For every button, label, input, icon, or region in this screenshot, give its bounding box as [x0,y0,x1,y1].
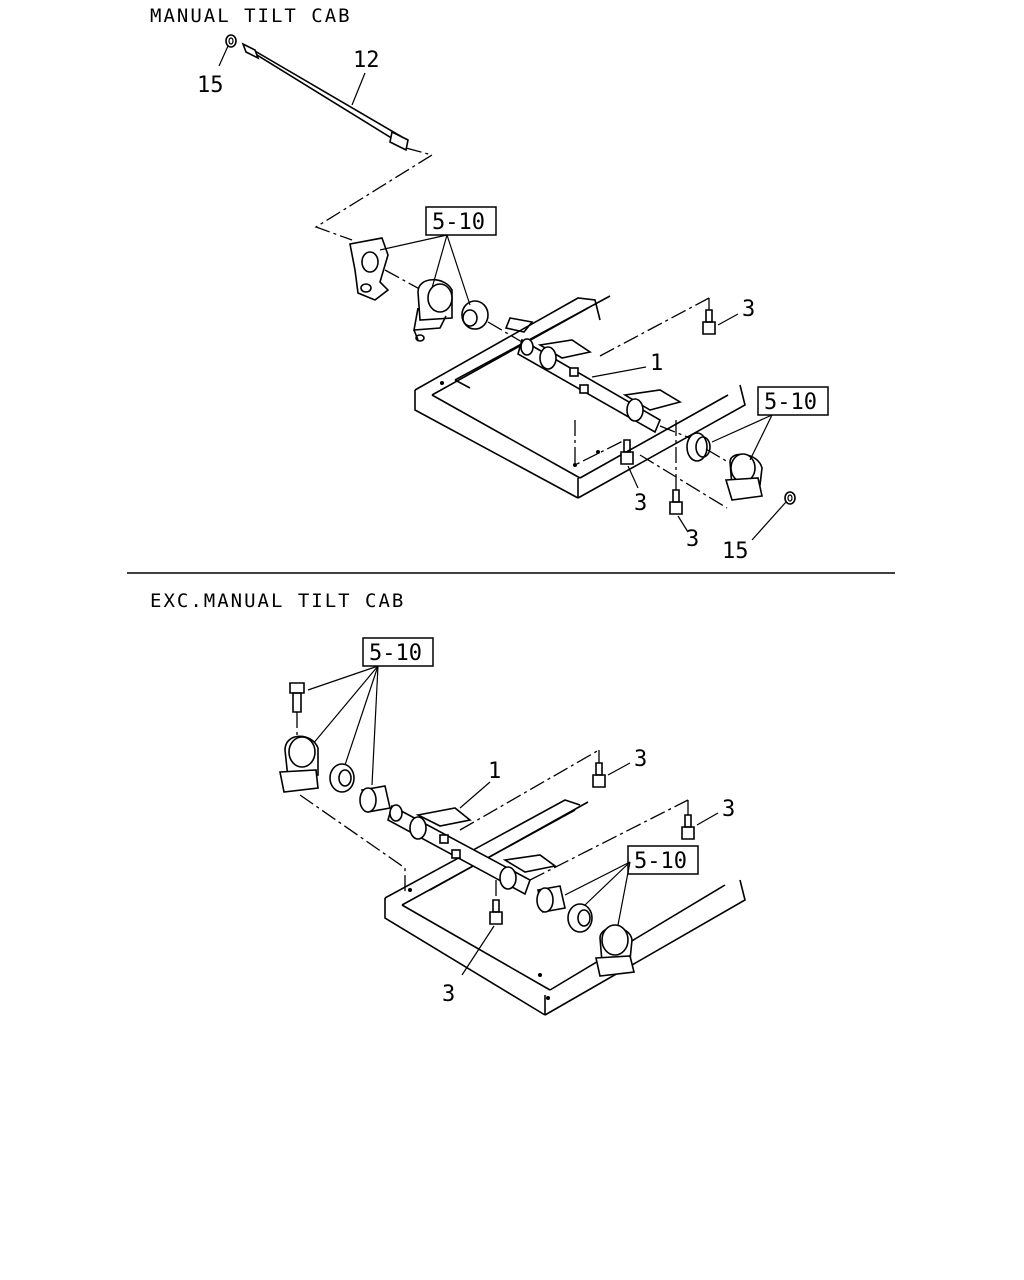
bolt-top-right [702,309,716,335]
bolt-line-bottom-b [639,420,728,509]
callout-3-top-right: 3 [742,297,755,322]
callout-box-5-10-bottom [362,637,434,667]
frame-top [414,295,746,499]
callout-1-top: 1 [650,351,663,376]
callout-5-10-top: 5-10 [432,210,485,235]
callout-15-left: 15 [197,73,224,98]
leader-12 [351,72,366,106]
bolt-line-bottom-right [529,799,689,881]
connector-line-rod-lever [314,147,434,241]
bushing-rear-bottom-a [536,885,566,913]
leader-3-bottom-a [627,465,639,489]
leader-3-top-right [717,313,739,326]
bushing-front [461,300,489,330]
callout-12: 12 [353,48,380,73]
leader-15-left [218,45,229,67]
cross-shaft-bottom [387,804,557,896]
bushing-rear-bottom-b [567,903,593,933]
axis-line-bushing-shaft [487,321,523,343]
callout-box-5-10-top [425,206,497,236]
leader-3-bottom-b [677,515,689,533]
callout-3-bottom-bottom: 3 [442,982,455,1007]
leader-3-bottom-right [696,812,719,826]
callout-box-5-10-rear-top [757,386,829,416]
bracket-line-bottom [299,794,406,895]
leaders-5-10-bottom [307,665,379,786]
leader-1-bottom [459,781,491,809]
bolt-bottom-top [592,762,606,788]
callout-5-10-bottom: 5-10 [369,641,422,666]
leaders-5-10-rear-top [711,414,773,461]
callout-3-bottom-a: 3 [634,491,647,516]
plate-small [504,317,534,333]
callout-box-5-10-rear-bottom [627,845,699,875]
tilt-rod [241,42,409,152]
callout-5-10-rear-top: 5-10 [764,390,817,415]
snap-ring-left [225,34,237,48]
leader-15-right [751,501,787,541]
tilt-lever [349,237,390,301]
leader-1-top [591,366,647,378]
bolt-bracket-bottom [289,682,305,713]
rear-bracket-top [724,453,763,501]
bolt-bottom-bottom [489,899,503,925]
callout-3-bottom-b: 3 [686,527,699,552]
bolt-line-top-right [599,297,710,357]
bushing-front-bottom-b [359,785,391,813]
leader-3-bottom-top [607,762,631,776]
snap-ring-right [784,491,796,505]
callout-3-bottom-top: 3 [634,747,647,772]
axis-line-rear-top [705,448,729,463]
cross-shaft-top [517,338,683,434]
bolt-bottom-right [681,814,695,840]
bushing-rear-top [686,432,711,462]
bolt-line-bottom-top [459,749,600,831]
axis-line-shaft-rear [659,425,691,439]
bushing-front-bottom-a [329,763,355,793]
callout-5-10-rear-bottom: 5-10 [634,849,687,874]
front-bracket-bottom [279,735,319,793]
callout-3-bottom-right: 3 [722,797,735,822]
leader-3-bottom-bottom [461,925,495,976]
frame-bottom [384,799,746,1016]
callout-15-right: 15 [722,539,749,564]
rear-bracket-bottom [595,924,635,977]
bolt-bottom-b [669,489,683,515]
bolt-line-bottom-a [574,420,626,467]
callout-1-bottom: 1 [488,759,501,784]
section-title-exc-manual-tilt-cab: EXC.MANUAL TILT CAB [150,590,405,612]
section-title-manual-tilt-cab: MANUAL TILT CAB [150,5,352,27]
bolt-bottom-a [620,439,634,465]
leaders-5-10-rear-bottom [564,861,631,926]
leaders-5-10-top [379,234,471,306]
front-bracket-assembly [413,278,453,342]
